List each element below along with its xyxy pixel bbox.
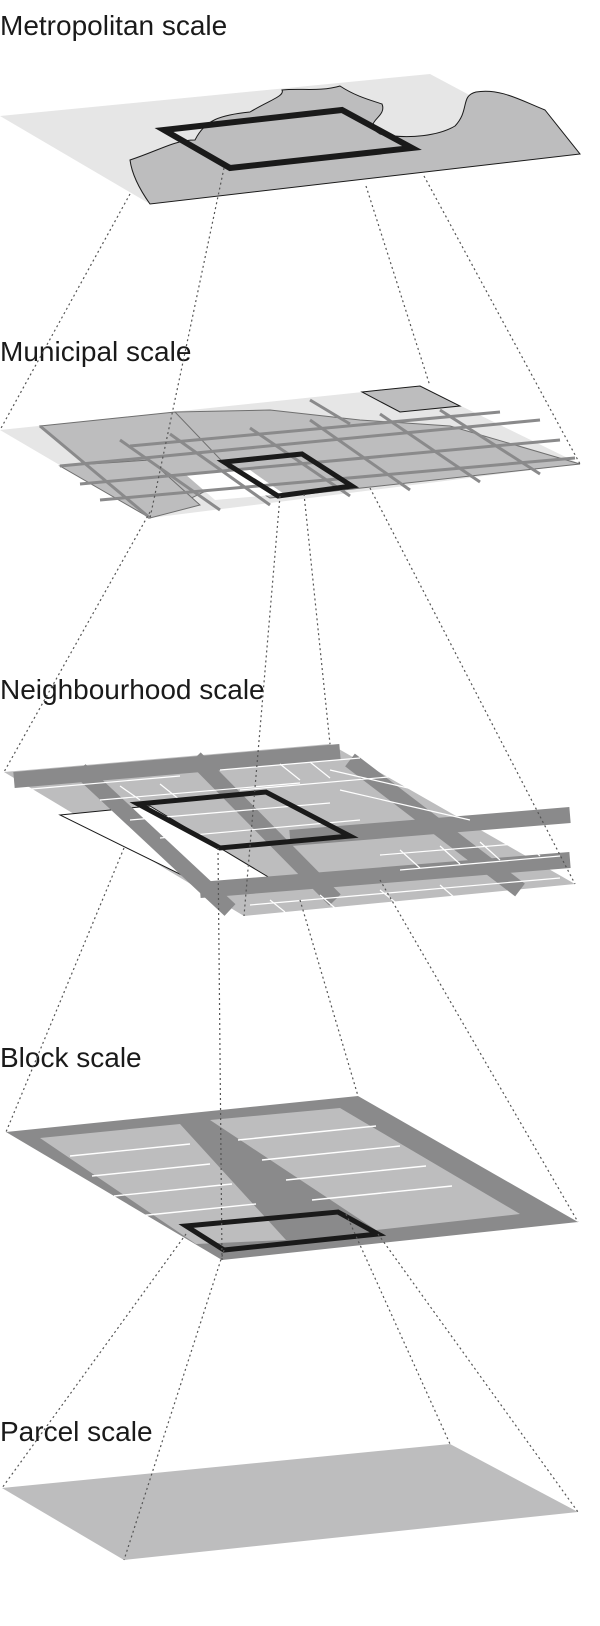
metropolitan-plane [0,74,581,205]
level-label-metropolitan: Metropolitan scale [0,10,228,41]
level-label-neighbourhood: Neighbourhood scale [0,674,265,705]
municipal-plane [0,385,581,520]
neighbourhood-plane [4,744,575,916]
parcel-plane [2,1444,578,1560]
level-label-parcel: Parcel scale [0,1416,153,1447]
level-label-municipal: Municipal scale [0,336,192,367]
block-plane [6,1096,578,1260]
level-label-block: Block scale [0,1042,142,1073]
projection-lines [0,167,581,1561]
